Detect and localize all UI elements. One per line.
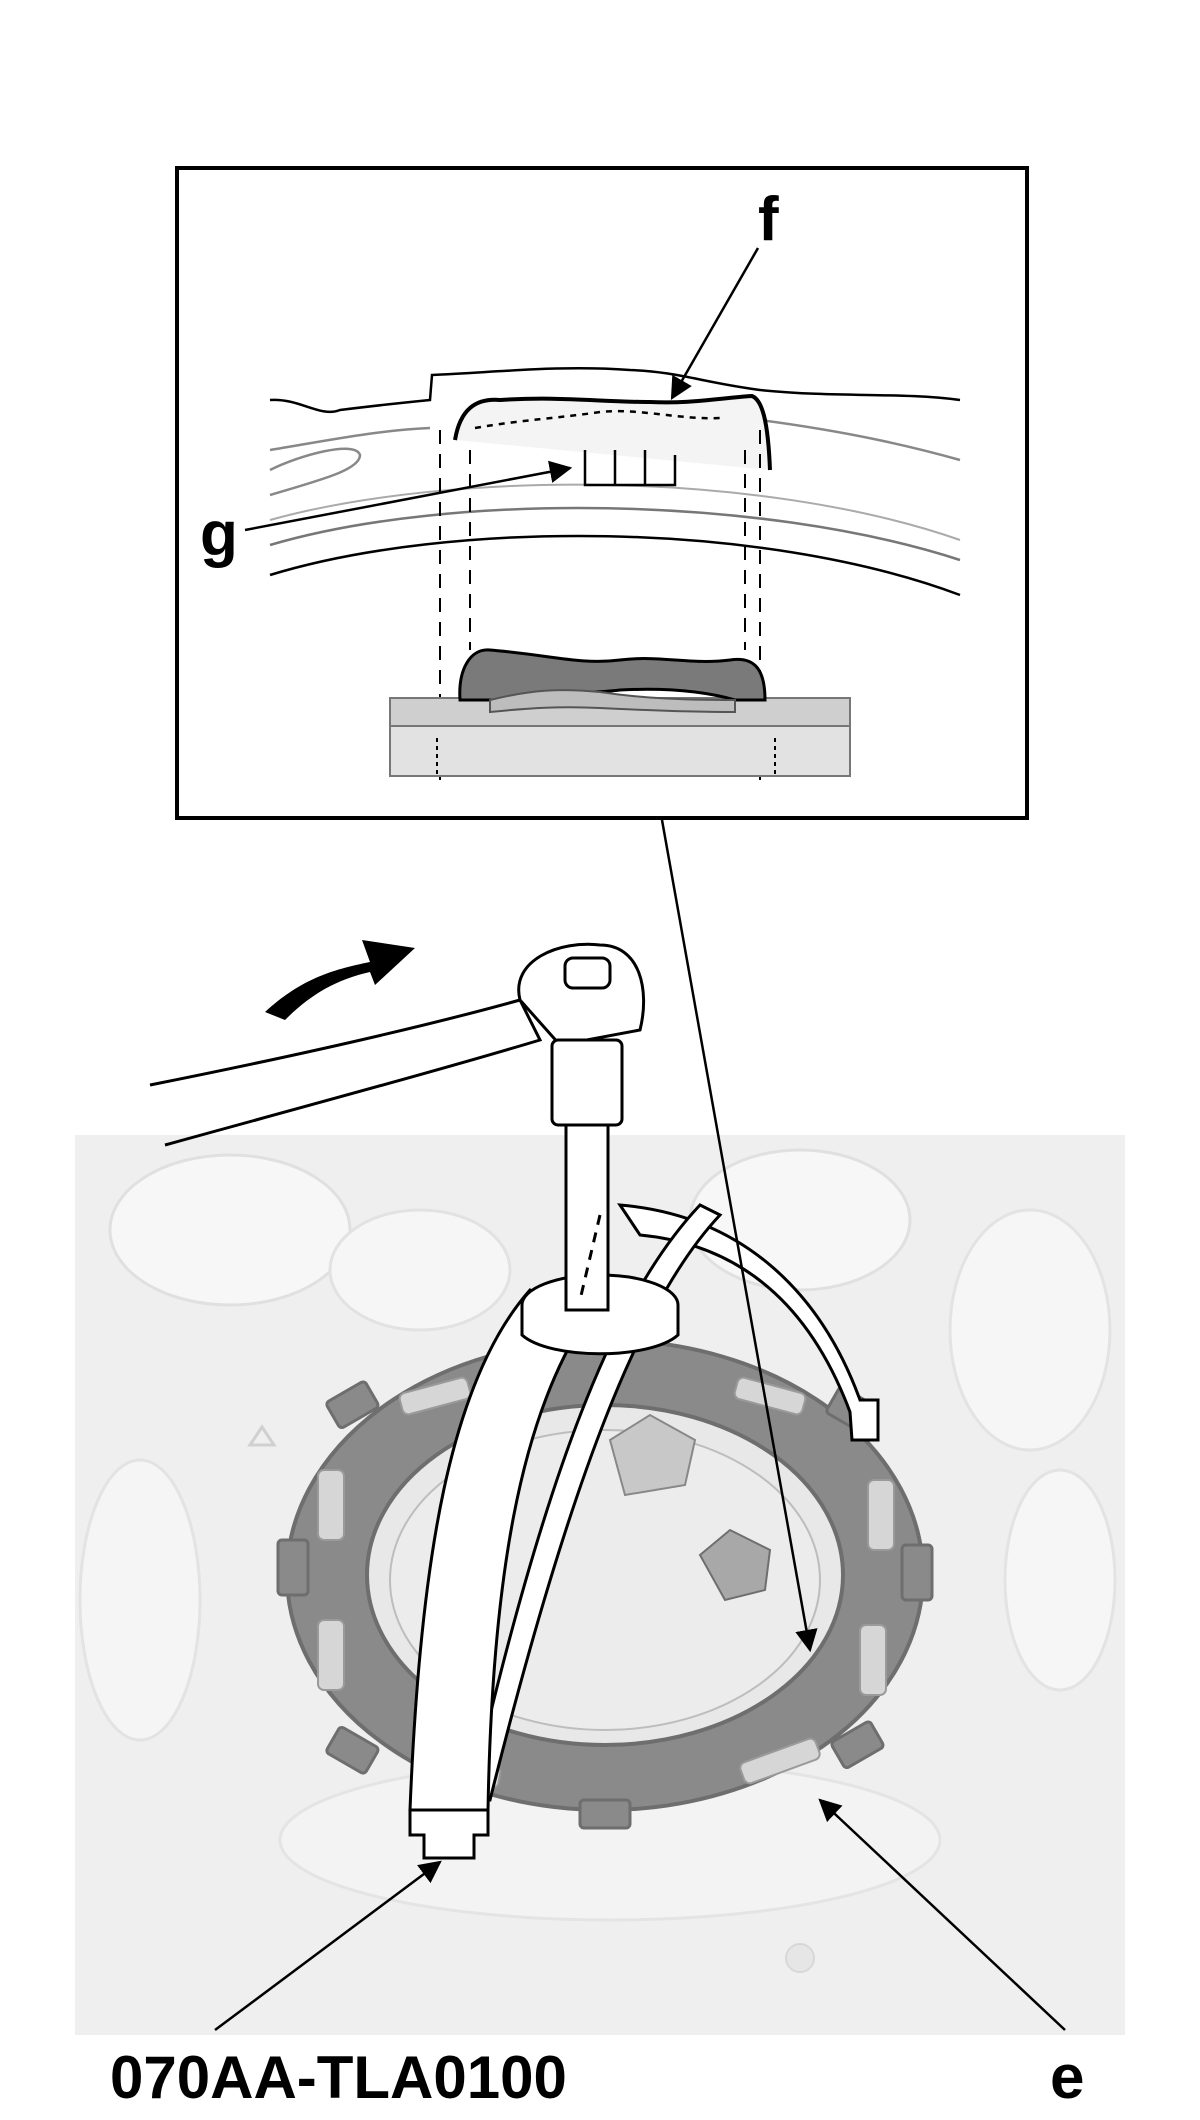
leader-f bbox=[670, 247, 760, 400]
callout-lines bbox=[214, 247, 1066, 2032]
leader-tool bbox=[214, 1860, 442, 2032]
socket-extension bbox=[550, 1038, 624, 1312]
leader-e bbox=[818, 1798, 1066, 2031]
wrench bbox=[149, 942, 646, 1147]
leader-g bbox=[244, 460, 573, 532]
label-g: g bbox=[200, 500, 238, 569]
label-e: e bbox=[1050, 2043, 1084, 2112]
label-tool-number: 070AA-TLA0100 bbox=[110, 2044, 567, 2111]
curved-arrow-icon bbox=[265, 940, 415, 1020]
leader-inset-to-ring bbox=[660, 819, 818, 1653]
inset-detail bbox=[175, 166, 1029, 820]
label-f: f bbox=[758, 185, 779, 254]
